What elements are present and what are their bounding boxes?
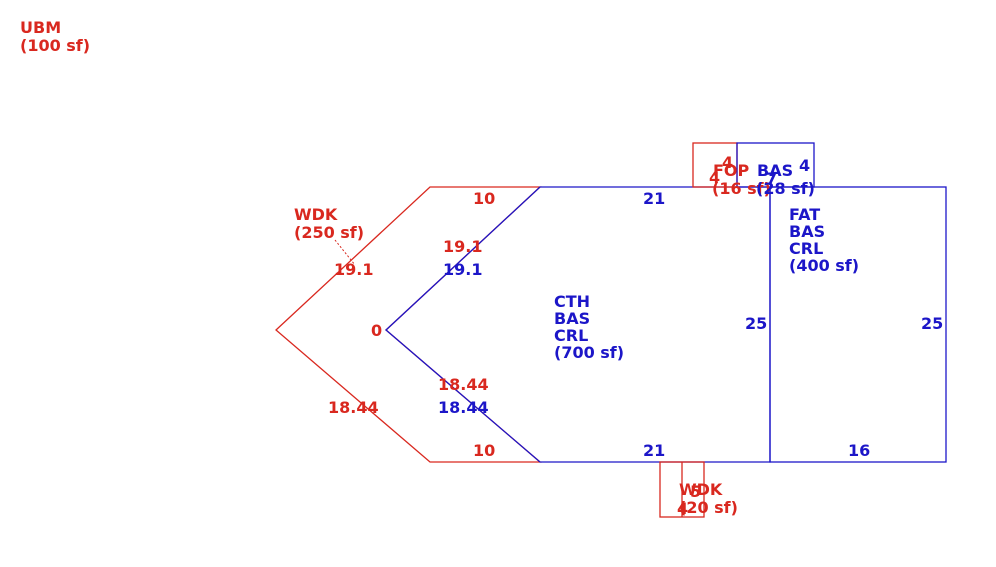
fat-code-2: BAS [789, 222, 825, 241]
dim-wdk-small-top: 5 [690, 482, 701, 501]
cth-code-2: BAS [554, 309, 590, 328]
dim-fop-side: 4 [709, 168, 720, 187]
cth-code: CTH [554, 292, 590, 311]
wdk-small-area: (20 sf) [679, 498, 738, 517]
dim-red-zero: 0 [371, 321, 382, 340]
dim-fat-right: 25 [921, 314, 943, 333]
ubm-code: UBM [20, 18, 61, 37]
dim-red-lower-outer: 18.44 [328, 398, 379, 417]
dim-red-lower-inner: 18.44 [438, 375, 489, 394]
fat-code-3: CRL [789, 239, 823, 258]
dim-red-upper-outer: 19.1 [334, 260, 373, 279]
dim-red-top: 10 [473, 189, 495, 208]
bas-small-code: BAS [757, 161, 793, 180]
fop-area: (16 sf) [712, 179, 771, 198]
dim-fat-bottom: 16 [848, 441, 870, 460]
bas-small-area: (28 sf) [756, 179, 815, 198]
wdk-leader-line [334, 239, 356, 266]
dim-red-bottom: 10 [473, 441, 495, 460]
fat-code: FAT [789, 205, 820, 224]
fop-code: FOP [713, 161, 750, 180]
dim-blue-top: 21 [643, 189, 665, 208]
dim-blue-lower: 18.44 [438, 398, 489, 417]
dim-fop-top: 4 [722, 153, 733, 172]
wdk-small-code: WDK [679, 480, 723, 499]
dim-blue-mid-right: 25 [745, 314, 767, 333]
ubm-area: (100 sf) [20, 36, 90, 55]
wdk-code: WDK [294, 205, 338, 224]
wdk-area: (250 sf) [294, 223, 364, 242]
cth-code-3: CRL [554, 326, 588, 345]
dim-wdk-small-side: 4 [677, 499, 688, 518]
dim-bas-side: 7 [766, 169, 777, 188]
fat-area: (400 sf) [789, 256, 859, 275]
dim-red-upper-inner: 19.1 [443, 237, 482, 256]
bas-small-outline [736, 142, 815, 188]
dim-blue-bottom: 21 [643, 441, 665, 460]
dim-blue-upper: 19.1 [443, 260, 482, 279]
dim-bas-top: 4 [799, 156, 810, 175]
cth-area: (700 sf) [554, 343, 624, 362]
fat-outline [769, 186, 947, 463]
